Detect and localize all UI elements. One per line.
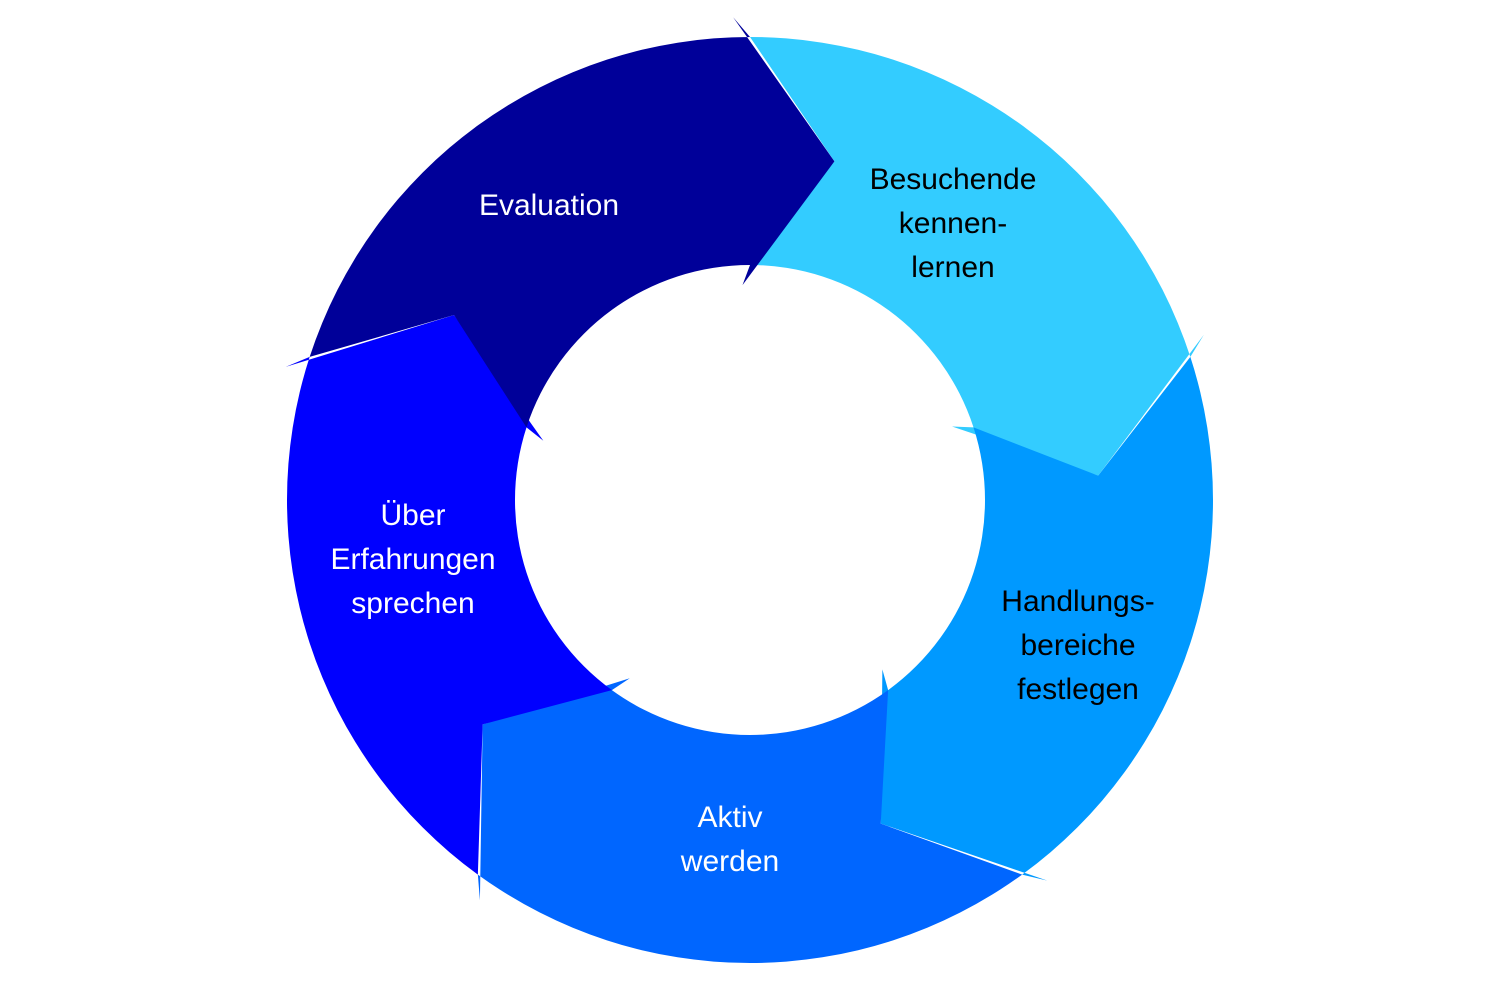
cycle-step-label-line: sprechen xyxy=(351,587,475,620)
cycle-step-label-line: Besuchende xyxy=(869,163,1037,196)
cycle-step-arrow xyxy=(750,37,1204,476)
cycle-step-label-line: Über xyxy=(380,499,446,532)
cycle-step-label-line: festlegen xyxy=(1017,673,1139,706)
cycle-step-arrow xyxy=(477,678,1023,964)
cycle-step-label-line: bereiche xyxy=(1020,629,1136,662)
cycle-step-arrow xyxy=(880,356,1213,881)
cycle-step-label: Aktiv werden xyxy=(681,796,779,884)
cycle-step-label-line: lernen xyxy=(911,251,995,284)
cycle-step-label-line: Aktiv xyxy=(697,801,763,834)
cycle-step-label-line: kennen- xyxy=(898,207,1008,240)
cycle-step-label-line: Handlungs- xyxy=(1001,585,1155,618)
cycle-step-arrow xyxy=(309,17,835,428)
cycle-step-label: Evaluation xyxy=(479,184,619,228)
cycle-step-arrow xyxy=(285,315,612,875)
cycle-step-label-line: Evaluation xyxy=(478,189,620,222)
cycle-step-label: Besuchende kennen-lernen xyxy=(870,158,1037,290)
cycle-step-label-line: Erfahrungen xyxy=(330,543,496,576)
cycle-step-label: Handlungs-bereiche festlegen xyxy=(1001,580,1154,712)
cycle-step-label-line: werden xyxy=(680,845,780,878)
